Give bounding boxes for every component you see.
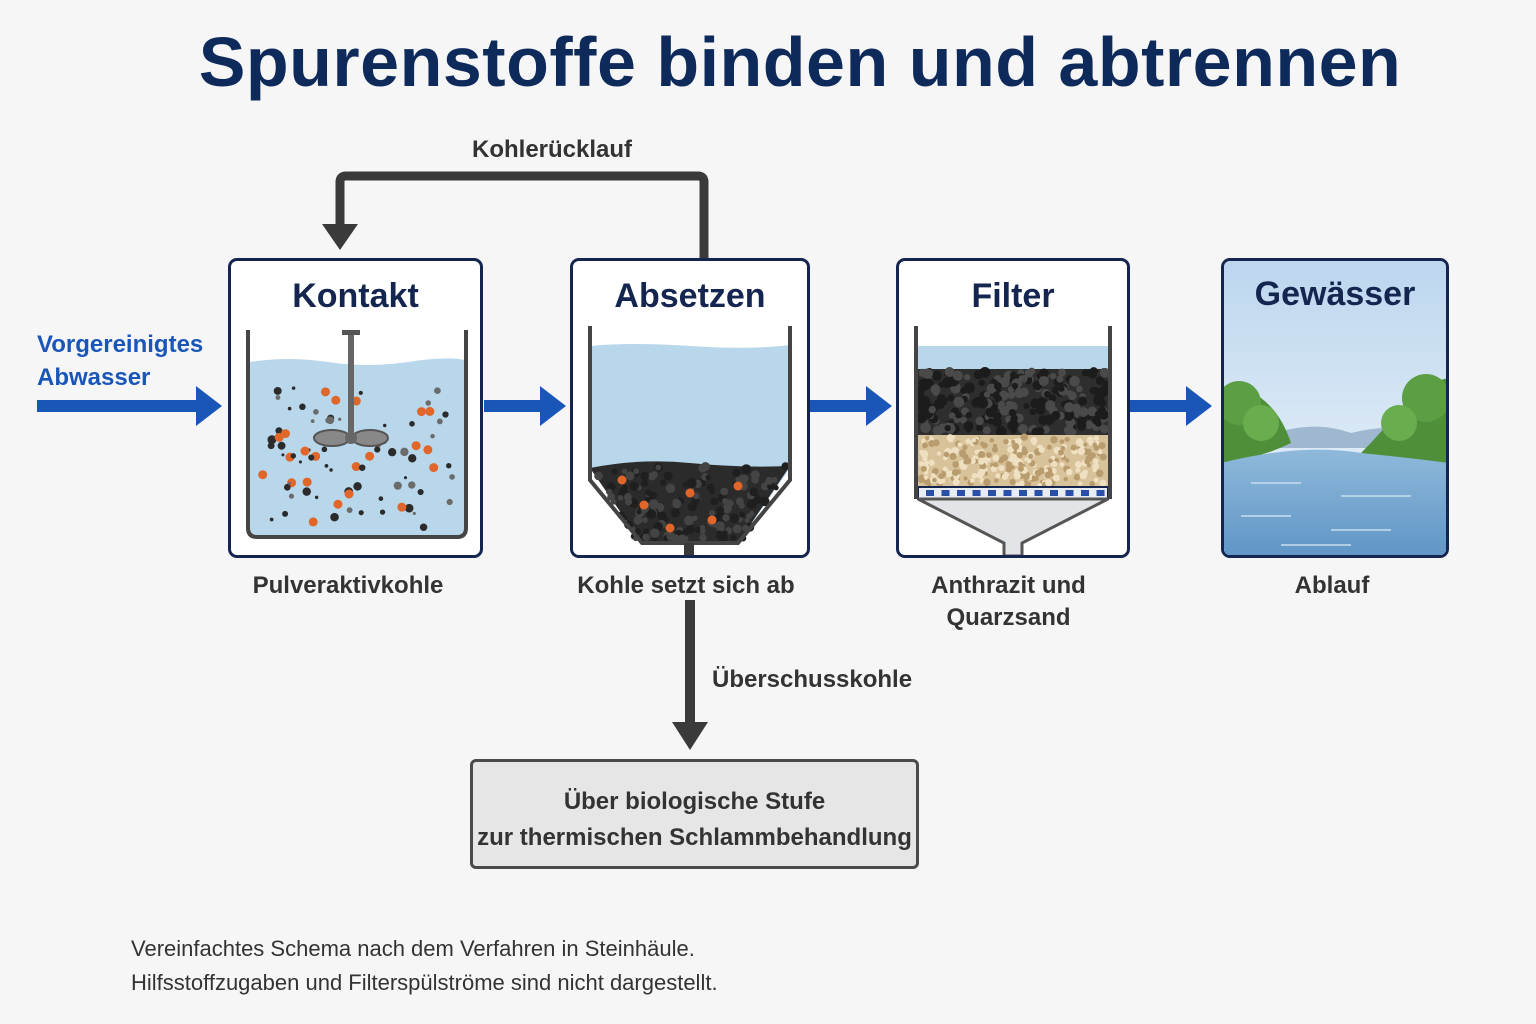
stage-settling-caption: Kohle setzt sich ab [577, 572, 795, 599]
stage-filter-title: Filter [971, 277, 1055, 315]
excess-carbon-label: Überschusskohle [712, 666, 913, 693]
flow-arrow-3 [1130, 386, 1212, 426]
inlet-arrow [37, 386, 222, 426]
stirrer-blade-right-icon [351, 429, 389, 447]
stage-water-body-caption: Ablauf [1294, 572, 1370, 599]
footnote-line-1: Vereinfachtes Schema nach dem Verfahren … [131, 936, 695, 961]
inlet-label: Vorgereinigtes Abwasser [37, 328, 203, 394]
river-landscape-illustration [1224, 261, 1446, 555]
inlet-label-line-1: Vorgereinigtes [37, 331, 204, 358]
stage-filter-caption: Anthrazit und Quarzsand [896, 570, 1121, 634]
footnote: Vereinfachtes Schema nach dem Verfahren … [131, 932, 718, 1000]
recycle-label: Kohlerücklauf [472, 136, 633, 163]
stirrer-blade-left-icon [313, 429, 351, 447]
sludge-treatment-box: Über biologische Stufe zur thermischen S… [470, 759, 919, 869]
page-title: Spurenstoffe binden und abtrennen [198, 23, 1402, 101]
stage-filter: Filter [896, 258, 1130, 558]
stage-water-body: Gewässer [1221, 258, 1449, 558]
flow-arrow-2 [810, 386, 892, 426]
sludge-box-line-1: Über biologische Stufe [563, 788, 826, 815]
stage-contact-caption: Pulveraktivkohle [252, 572, 444, 599]
recycle-arrow [322, 171, 709, 258]
stage-contact-title: Kontakt [292, 277, 419, 315]
footnote-line-2: Hilfsstoffzugaben und Filterspülströme s… [131, 970, 718, 995]
settling-tank-illustration [588, 326, 792, 555]
stage-water-body-title: Gewässer [1254, 275, 1416, 313]
flow-arrow-1 [484, 386, 566, 426]
stage-settling-title: Absetzen [614, 277, 766, 315]
stage-settling: Absetzen [570, 258, 810, 558]
excess-arrow [672, 600, 708, 750]
filter-illustration [914, 326, 1112, 555]
inlet-label-line-2: Abwasser [37, 364, 151, 391]
filter-caption-line-1: Anthrazit und [931, 572, 1086, 599]
stage-contact: Kontakt [228, 258, 483, 558]
filter-caption-line-2: Quarzsand [946, 604, 1071, 631]
sludge-box-line-2: zur thermischen Schlammbehandlung [477, 824, 912, 851]
contact-tank-illustration [246, 330, 468, 539]
